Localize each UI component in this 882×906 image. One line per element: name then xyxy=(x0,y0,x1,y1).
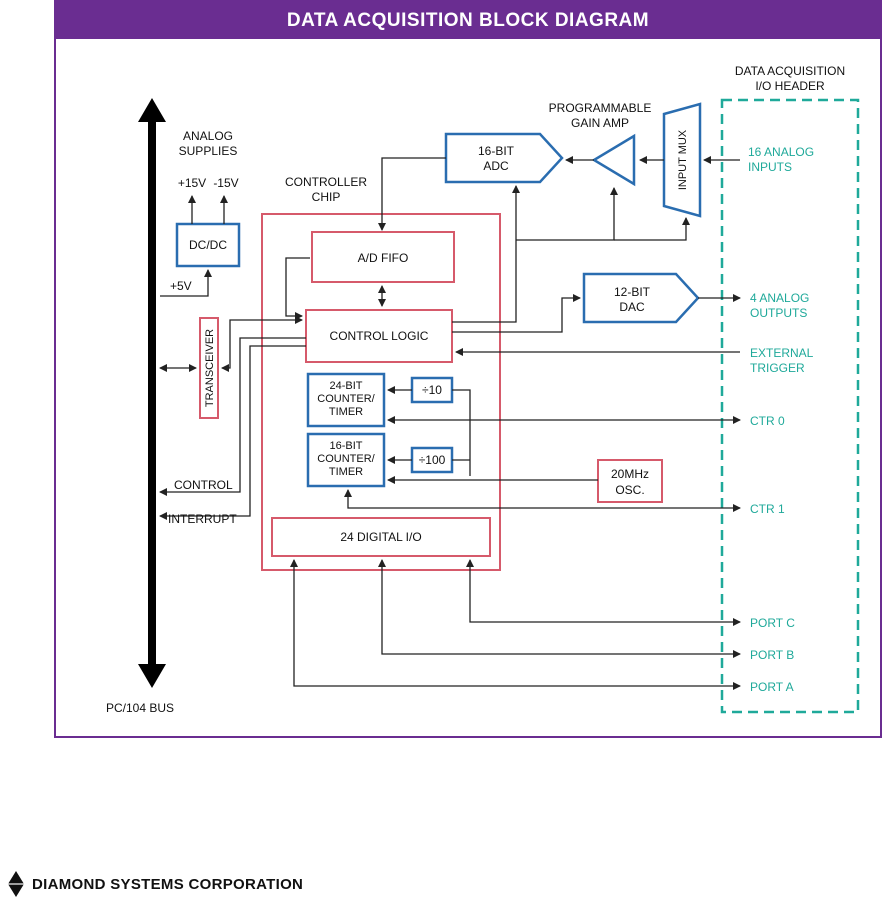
company-name: DIAMOND SYSTEMS CORPORATION xyxy=(32,875,304,893)
label-plus15v: +15V xyxy=(178,176,206,190)
controller-chip-box xyxy=(261,213,501,571)
label-analog-supplies-1: ANALOG xyxy=(183,129,233,143)
diamond-icon xyxy=(8,871,24,897)
label-transceiver: TRANSCEIVER xyxy=(204,329,216,407)
ad-fifo-block xyxy=(311,231,455,283)
label-counter24-1: 24-BIT xyxy=(329,380,362,392)
dcdc-block xyxy=(175,222,241,268)
transceiver-block xyxy=(199,317,219,419)
gain-amp-triangle xyxy=(591,133,636,187)
label-digital-io: 24 DIGITAL I/O xyxy=(340,530,421,544)
label-adc-2: ADC xyxy=(483,159,509,173)
label-ctr1: CTR 1 xyxy=(750,502,785,516)
label-input-mux: INPUT MUX xyxy=(677,129,689,190)
label-io-header-2: I/O HEADER xyxy=(755,79,825,93)
company-logo: DIAMOND SYSTEMS CORPORATION xyxy=(8,871,304,897)
label-analog-inputs-2: INPUTS xyxy=(748,160,792,174)
label-div10: ÷10 xyxy=(422,383,442,397)
label-counter16-1: 16-BIT xyxy=(329,440,362,452)
label-external-trigger-2: TRIGGER xyxy=(750,361,805,375)
pc104-bus-arrow xyxy=(138,98,166,688)
digital-io-block xyxy=(271,517,491,557)
label-analog-outputs-1: 4 ANALOG xyxy=(750,291,809,305)
adc-block xyxy=(444,132,564,184)
label-counter16-3: TIMER xyxy=(329,466,363,478)
diagram-title: DATA ACQUISITION BLOCK DIAGRAM xyxy=(56,2,880,39)
label-dac-1: 12-BIT xyxy=(614,285,651,299)
label-interrupt: INTERRUPT xyxy=(168,512,237,526)
counter24-block xyxy=(306,372,386,428)
label-external-trigger-1: EXTERNAL xyxy=(750,346,814,360)
label-controller-chip-1: CONTROLLER xyxy=(285,175,367,189)
input-mux-block xyxy=(662,102,702,218)
label-port-b: PORT B xyxy=(750,648,794,662)
dac-block xyxy=(582,272,700,324)
label-control: CONTROL xyxy=(174,478,233,492)
label-ad-fifo: A/D FIFO xyxy=(358,251,409,265)
label-port-a: PORT A xyxy=(750,680,794,694)
label-io-header-1: DATA ACQUISITION xyxy=(735,64,845,78)
io-header-box xyxy=(720,98,860,714)
label-adc-1: 16-BIT xyxy=(478,144,515,158)
label-analog-outputs-2: OUTPUTS xyxy=(750,306,807,320)
label-minus15v: -15V xyxy=(213,176,238,190)
label-counter16-2: COUNTER/ xyxy=(317,453,375,465)
label-plus5v: +5V xyxy=(170,279,192,293)
label-controller-chip-2: CHIP xyxy=(312,190,341,204)
label-pc104-bus: PC/104 BUS xyxy=(106,701,174,715)
label-pga-1: PROGRAMMABLE xyxy=(549,101,652,115)
label-counter24-3: TIMER xyxy=(329,406,363,418)
label-port-c: PORT C xyxy=(750,616,795,630)
label-osc-2: OSC. xyxy=(615,483,644,497)
control-logic-block xyxy=(305,309,453,363)
label-analog-inputs-1: 16 ANALOG xyxy=(748,145,814,159)
label-div100: ÷100 xyxy=(419,453,446,467)
label-analog-supplies-2: SUPPLIES xyxy=(179,144,238,158)
counter16-block xyxy=(306,432,386,488)
label-pga-2: GAIN AMP xyxy=(571,116,629,130)
label-dcdc: DC/DC xyxy=(189,238,227,252)
label-dac-2: DAC xyxy=(619,300,645,314)
signal-lines xyxy=(159,156,741,690)
label-control-logic: CONTROL LOGIC xyxy=(330,329,429,343)
label-osc-1: 20MHz xyxy=(611,467,649,481)
label-counter24-2: COUNTER/ xyxy=(317,393,375,405)
label-ctr0: CTR 0 xyxy=(750,414,785,428)
